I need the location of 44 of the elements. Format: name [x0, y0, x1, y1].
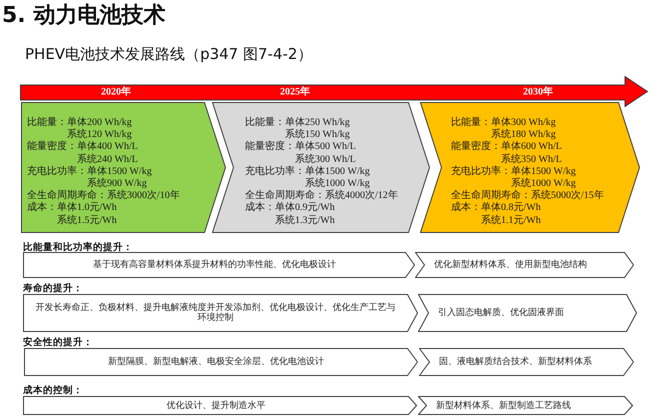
spec-text: 系统240 Wh/L	[77, 154, 138, 166]
spec-text: 系统1000 W/kg	[511, 178, 576, 190]
spec-text: 系统1.5元/Wh	[57, 214, 117, 227]
description-text: 开发长寿命正、负极材料、提升电解液纯度并开发添加剂、优化电极设计、优化生产工艺与环境控制	[35, 303, 396, 323]
spec-text: 充电比功率：单体1500 W/kg	[27, 166, 152, 178]
subtitle: PHEV电池技术发展路线（p347 图7-4-2）	[25, 45, 312, 63]
section-heading: 安全性的提升：	[23, 336, 93, 348]
spec-text: 系统900 W/kg	[87, 178, 147, 190]
spec-text: 系统180 Wh/kg	[491, 129, 556, 140]
spec-text: 比能量：单体300 Wh/kg	[451, 117, 556, 128]
year-label: 2020年	[101, 86, 131, 98]
description-text: 固、液电解质结合技术、新型材料体系	[439, 357, 592, 367]
spec-text: 系统150 Wh/kg	[285, 129, 350, 140]
spec-text: 能量密度：单体500 Wh/L	[245, 141, 356, 154]
year-label: 2030年	[523, 86, 553, 98]
spec-text: 充电比功率：单体1500 W/kg	[245, 166, 370, 178]
section-heading: 成本的控制：	[23, 384, 83, 396]
spec-text: 成本：单体0.9元/Wh	[245, 202, 335, 214]
section-heading: 寿命的提升：	[23, 282, 83, 294]
section-heading: 比能量和比功率的提升：	[23, 242, 133, 252]
spec-text: 系统120 Wh/kg	[67, 129, 132, 140]
spec-text: 系统1.1元/Wh	[481, 214, 541, 227]
spec-text: 系统1.3元/Wh	[275, 214, 335, 227]
year-label: 2025年	[280, 86, 310, 98]
spec-text: 全生命周期寿命：系统4000次/12年	[245, 190, 398, 202]
page-title: 5. 动力电池技术	[2, 4, 166, 28]
description-text: 优化新型材料体系、使用新型电池结构	[434, 260, 587, 270]
description-text: 引入固态电解质、优化固液界面	[438, 308, 564, 318]
spec-text: 充电比功率：单体1500 W/kg	[451, 166, 576, 178]
description-text: 新型隔膜、新型电解液、电极安全涂层、优化电池设计	[108, 357, 324, 367]
spec-text: 系统1000 W/kg	[305, 178, 370, 190]
spec-text: 能量密度：单体400 Wh/L	[27, 141, 138, 154]
spec-text: 能量密度：单体600 Wh/L	[451, 141, 562, 154]
spec-text: 全生命周期寿命：系统3000次/10年	[27, 190, 180, 202]
spec-text: 比能量：单体200 Wh/kg	[27, 117, 132, 128]
spec-text: 全生命周期寿命：系统5000次/15年	[451, 190, 604, 202]
spec-text: 比能量：单体250 Wh/kg	[245, 117, 350, 128]
spec-text: 系统350 Wh/L	[501, 154, 562, 166]
description-text: 优化设计、提升制造水平	[166, 400, 266, 410]
description-text: 基于现有高容量材料体系提升材料的功率性能、优化电极设计	[93, 260, 336, 270]
spec-text: 系统300 Wh/L	[295, 154, 356, 166]
description-text: 新型材料体系、新型制造工艺路线	[436, 400, 571, 410]
spec-text: 成本：单体0.8元/Wh	[451, 202, 541, 214]
spec-text: 成本：单体1.0元/Wh	[27, 202, 117, 214]
